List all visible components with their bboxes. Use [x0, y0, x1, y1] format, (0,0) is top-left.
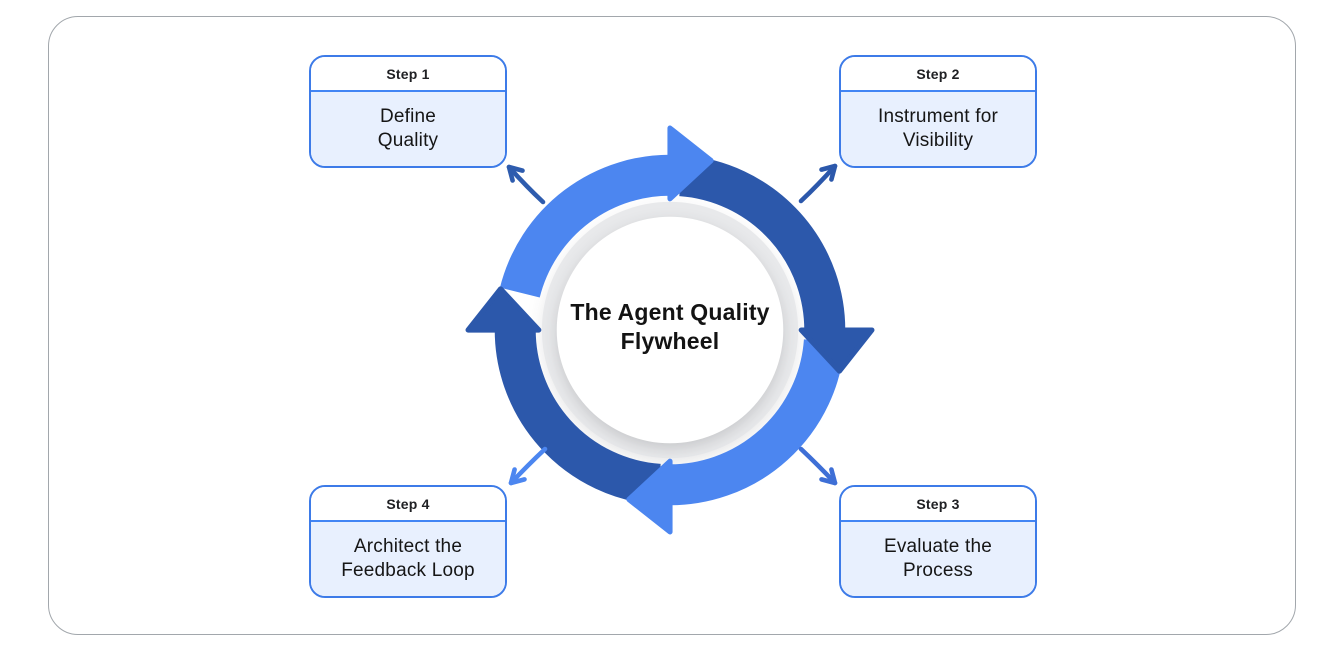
step-2-header: Step 2: [841, 57, 1035, 92]
step-3-title: Evaluate the Process: [841, 522, 1035, 596]
flywheel-arrowhead-top-icon: [667, 125, 714, 202]
step-box-1: Step 1 Define Quality: [309, 55, 507, 168]
flywheel-title-line-1: The Agent Quality: [570, 299, 770, 325]
flywheel-arc-top-right-dark: [678, 155, 846, 337]
step-box-2: Step 2 Instrument for Visibility: [839, 55, 1037, 168]
flywheel-arc-top-left-light: [499, 154, 677, 298]
step-3-title-line-1: Evaluate the: [883, 536, 993, 558]
flywheel-graphic: [465, 125, 875, 535]
step-1-label: Step 1: [386, 65, 430, 82]
flywheel-gray-ring: [541, 201, 799, 459]
arrow-to-step-4-icon: [508, 446, 548, 486]
step-3-title-line-2: Process: [902, 560, 974, 581]
flywheel-arrowhead-left-icon: [465, 286, 542, 333]
flywheel-title: The Agent Quality Flywheel: [530, 298, 810, 357]
step-2-title-line-1: Instrument for: [877, 106, 998, 128]
step-1-title: Define Quality: [311, 92, 505, 166]
step-1-title-line-1: Define: [379, 106, 437, 128]
step-3-header: Step 3: [841, 487, 1035, 522]
step-box-3: Step 3 Evaluate the Process: [839, 485, 1037, 598]
step-2-label: Step 2: [916, 65, 960, 82]
step-4-title: Architect the Feedback Loop: [311, 522, 505, 596]
flywheel-center-circle: [556, 216, 784, 444]
step-4-label: Step 4: [386, 495, 430, 512]
flywheel-arrowhead-bottom-icon: [626, 458, 673, 535]
flywheel-title-line-2: Flywheel: [620, 328, 720, 355]
arrow-to-step-1-icon: [506, 164, 546, 205]
flywheel-arc-bottom-left-dark: [494, 323, 662, 505]
step-4-header: Step 4: [311, 487, 505, 522]
step-3-label: Step 3: [916, 495, 960, 512]
step-4-title-line-2: Feedback Loop: [341, 560, 475, 581]
step-2-title: Instrument for Visibility: [841, 92, 1035, 166]
arrow-to-step-2-icon: [798, 163, 838, 204]
arrow-to-step-3-icon: [798, 446, 838, 486]
step-1-title-line-2: Quality: [377, 130, 439, 151]
step-box-4: Step 4 Architect the Feedback Loop: [309, 485, 507, 598]
step-2-title-line-2: Visibility: [902, 130, 974, 151]
flywheel-arrowhead-right-icon: [798, 327, 875, 374]
step-4-title-line-1: Architect the: [353, 536, 463, 558]
flywheel-arc-bottom-right-light: [663, 338, 845, 506]
step-1-header: Step 1: [311, 57, 505, 92]
